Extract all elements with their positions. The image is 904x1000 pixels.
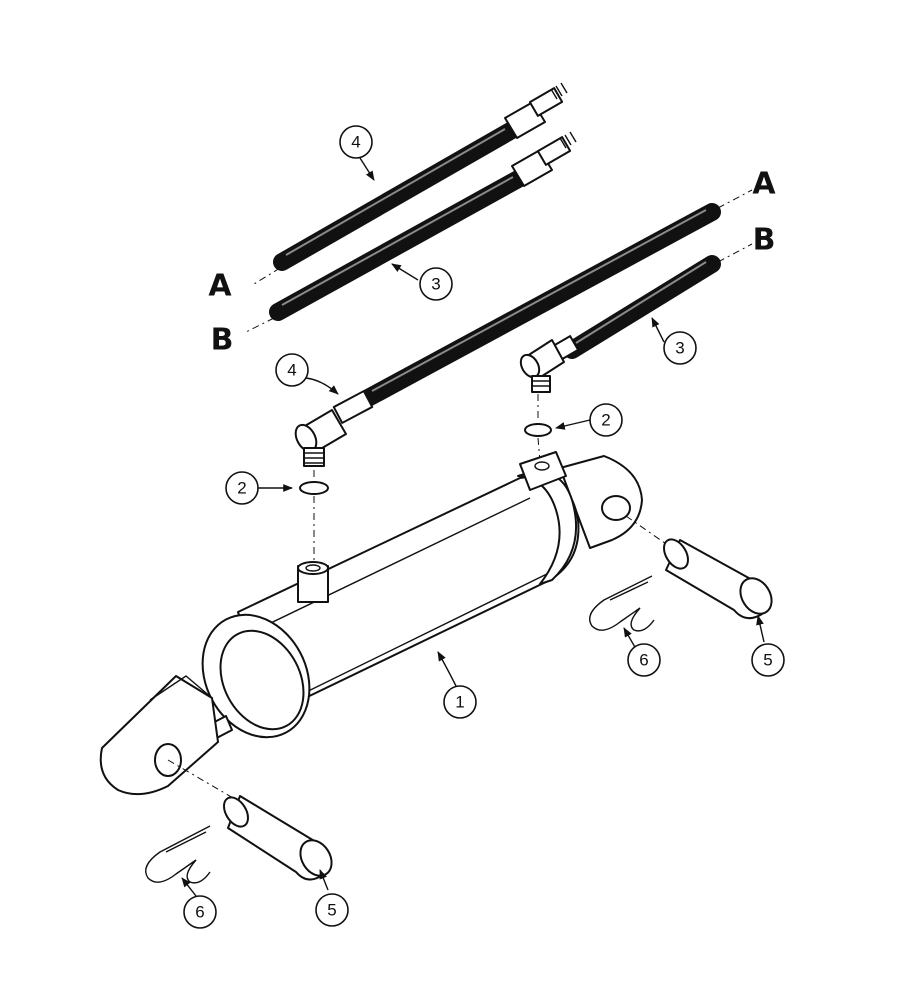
callout-5-right: 5 [751, 643, 785, 677]
svg-text:1: 1 [455, 693, 464, 712]
hose-3-mounted [519, 243, 753, 393]
clip-rear [589, 575, 655, 632]
svg-text:2: 2 [237, 479, 246, 498]
callout-2-left: 2 [225, 471, 259, 505]
svg-text:5: 5 [763, 651, 772, 670]
callout-6-right: 6 [627, 643, 661, 677]
pin-front [223, 795, 333, 881]
svg-text:4: 4 [351, 133, 360, 152]
callout-3-right: 3 [663, 331, 697, 365]
callout-4-lower: 4 [275, 353, 309, 387]
clip-front [145, 825, 211, 884]
hose-4-loose [253, 82, 568, 285]
o-ring-left [299, 481, 329, 495]
end-label-a-left: A [208, 269, 232, 304]
svg-text:5: 5 [327, 901, 336, 920]
svg-text:6: 6 [195, 903, 204, 922]
callout-2-right: 2 [589, 403, 623, 437]
callout-3-upper: 3 [419, 267, 453, 301]
end-label-b-left: B [211, 323, 234, 358]
end-label-b-right: B [753, 223, 776, 258]
svg-text:3: 3 [675, 339, 684, 358]
end-label-a-right: A [752, 167, 776, 202]
hose-3-loose [245, 131, 577, 333]
o-ring-right [524, 423, 552, 437]
callout-1: 1 [443, 685, 477, 719]
callout-4-upper: 4 [339, 125, 373, 159]
svg-text:4: 4 [287, 361, 296, 380]
hose-4-mounted [294, 189, 753, 467]
callout-5-left: 5 [315, 893, 349, 927]
hydraulic-cylinder [99, 451, 643, 796]
svg-text:6: 6 [639, 651, 648, 670]
svg-text:2: 2 [601, 411, 610, 430]
callout-6-left: 6 [183, 895, 217, 929]
svg-text:3: 3 [431, 275, 440, 294]
pin-rear [663, 538, 773, 620]
